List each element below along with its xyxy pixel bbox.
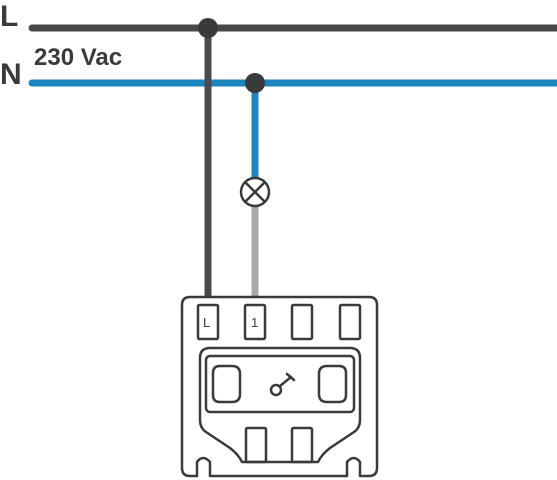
terminal-label-l: L xyxy=(203,315,210,330)
switch-icon xyxy=(269,372,296,397)
voltage-label: 230 Vac xyxy=(34,44,122,71)
left-contact-pad xyxy=(211,364,242,404)
terminal-slot-3 xyxy=(290,303,314,341)
terminal-label-1: 1 xyxy=(251,315,258,330)
switch-mechanism-panel xyxy=(204,354,356,414)
lower-contact-left xyxy=(244,426,268,464)
lamp-icon xyxy=(239,176,271,208)
lower-contact-right xyxy=(290,426,314,464)
line-junction xyxy=(198,18,218,38)
right-contact-pad xyxy=(317,364,348,404)
terminal-slot-1 xyxy=(243,303,267,341)
switch-inner-frame xyxy=(198,346,362,464)
line-label: L xyxy=(0,0,18,33)
terminal-slot-l xyxy=(196,303,220,341)
neutral-label: N xyxy=(0,58,22,91)
terminal-slot-4 xyxy=(338,303,362,341)
neutral-junction xyxy=(245,73,265,93)
switch-body-outline xyxy=(180,295,379,478)
switch-module xyxy=(180,295,379,478)
